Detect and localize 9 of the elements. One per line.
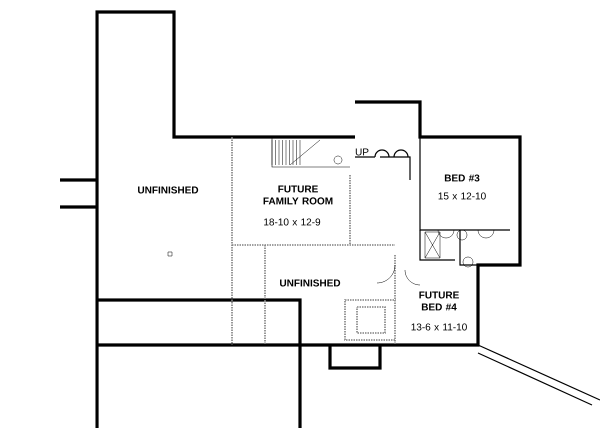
room-dimension: 18-10 x 12-9 [264, 218, 320, 226]
room-name: BED #3 [444, 174, 480, 182]
room-name: UNFINISHED [280, 279, 340, 287]
room-name: FUTURE BED #4 [419, 292, 459, 310]
stair-label: UP [356, 148, 368, 156]
room-name: FUTURE FAMILY ROOM [264, 186, 332, 204]
room-name: UNFINISHED [138, 186, 198, 194]
room-dimension: 15 x 12-10 [438, 192, 486, 200]
room-dimension: 13-6 x 11-10 [412, 323, 467, 331]
